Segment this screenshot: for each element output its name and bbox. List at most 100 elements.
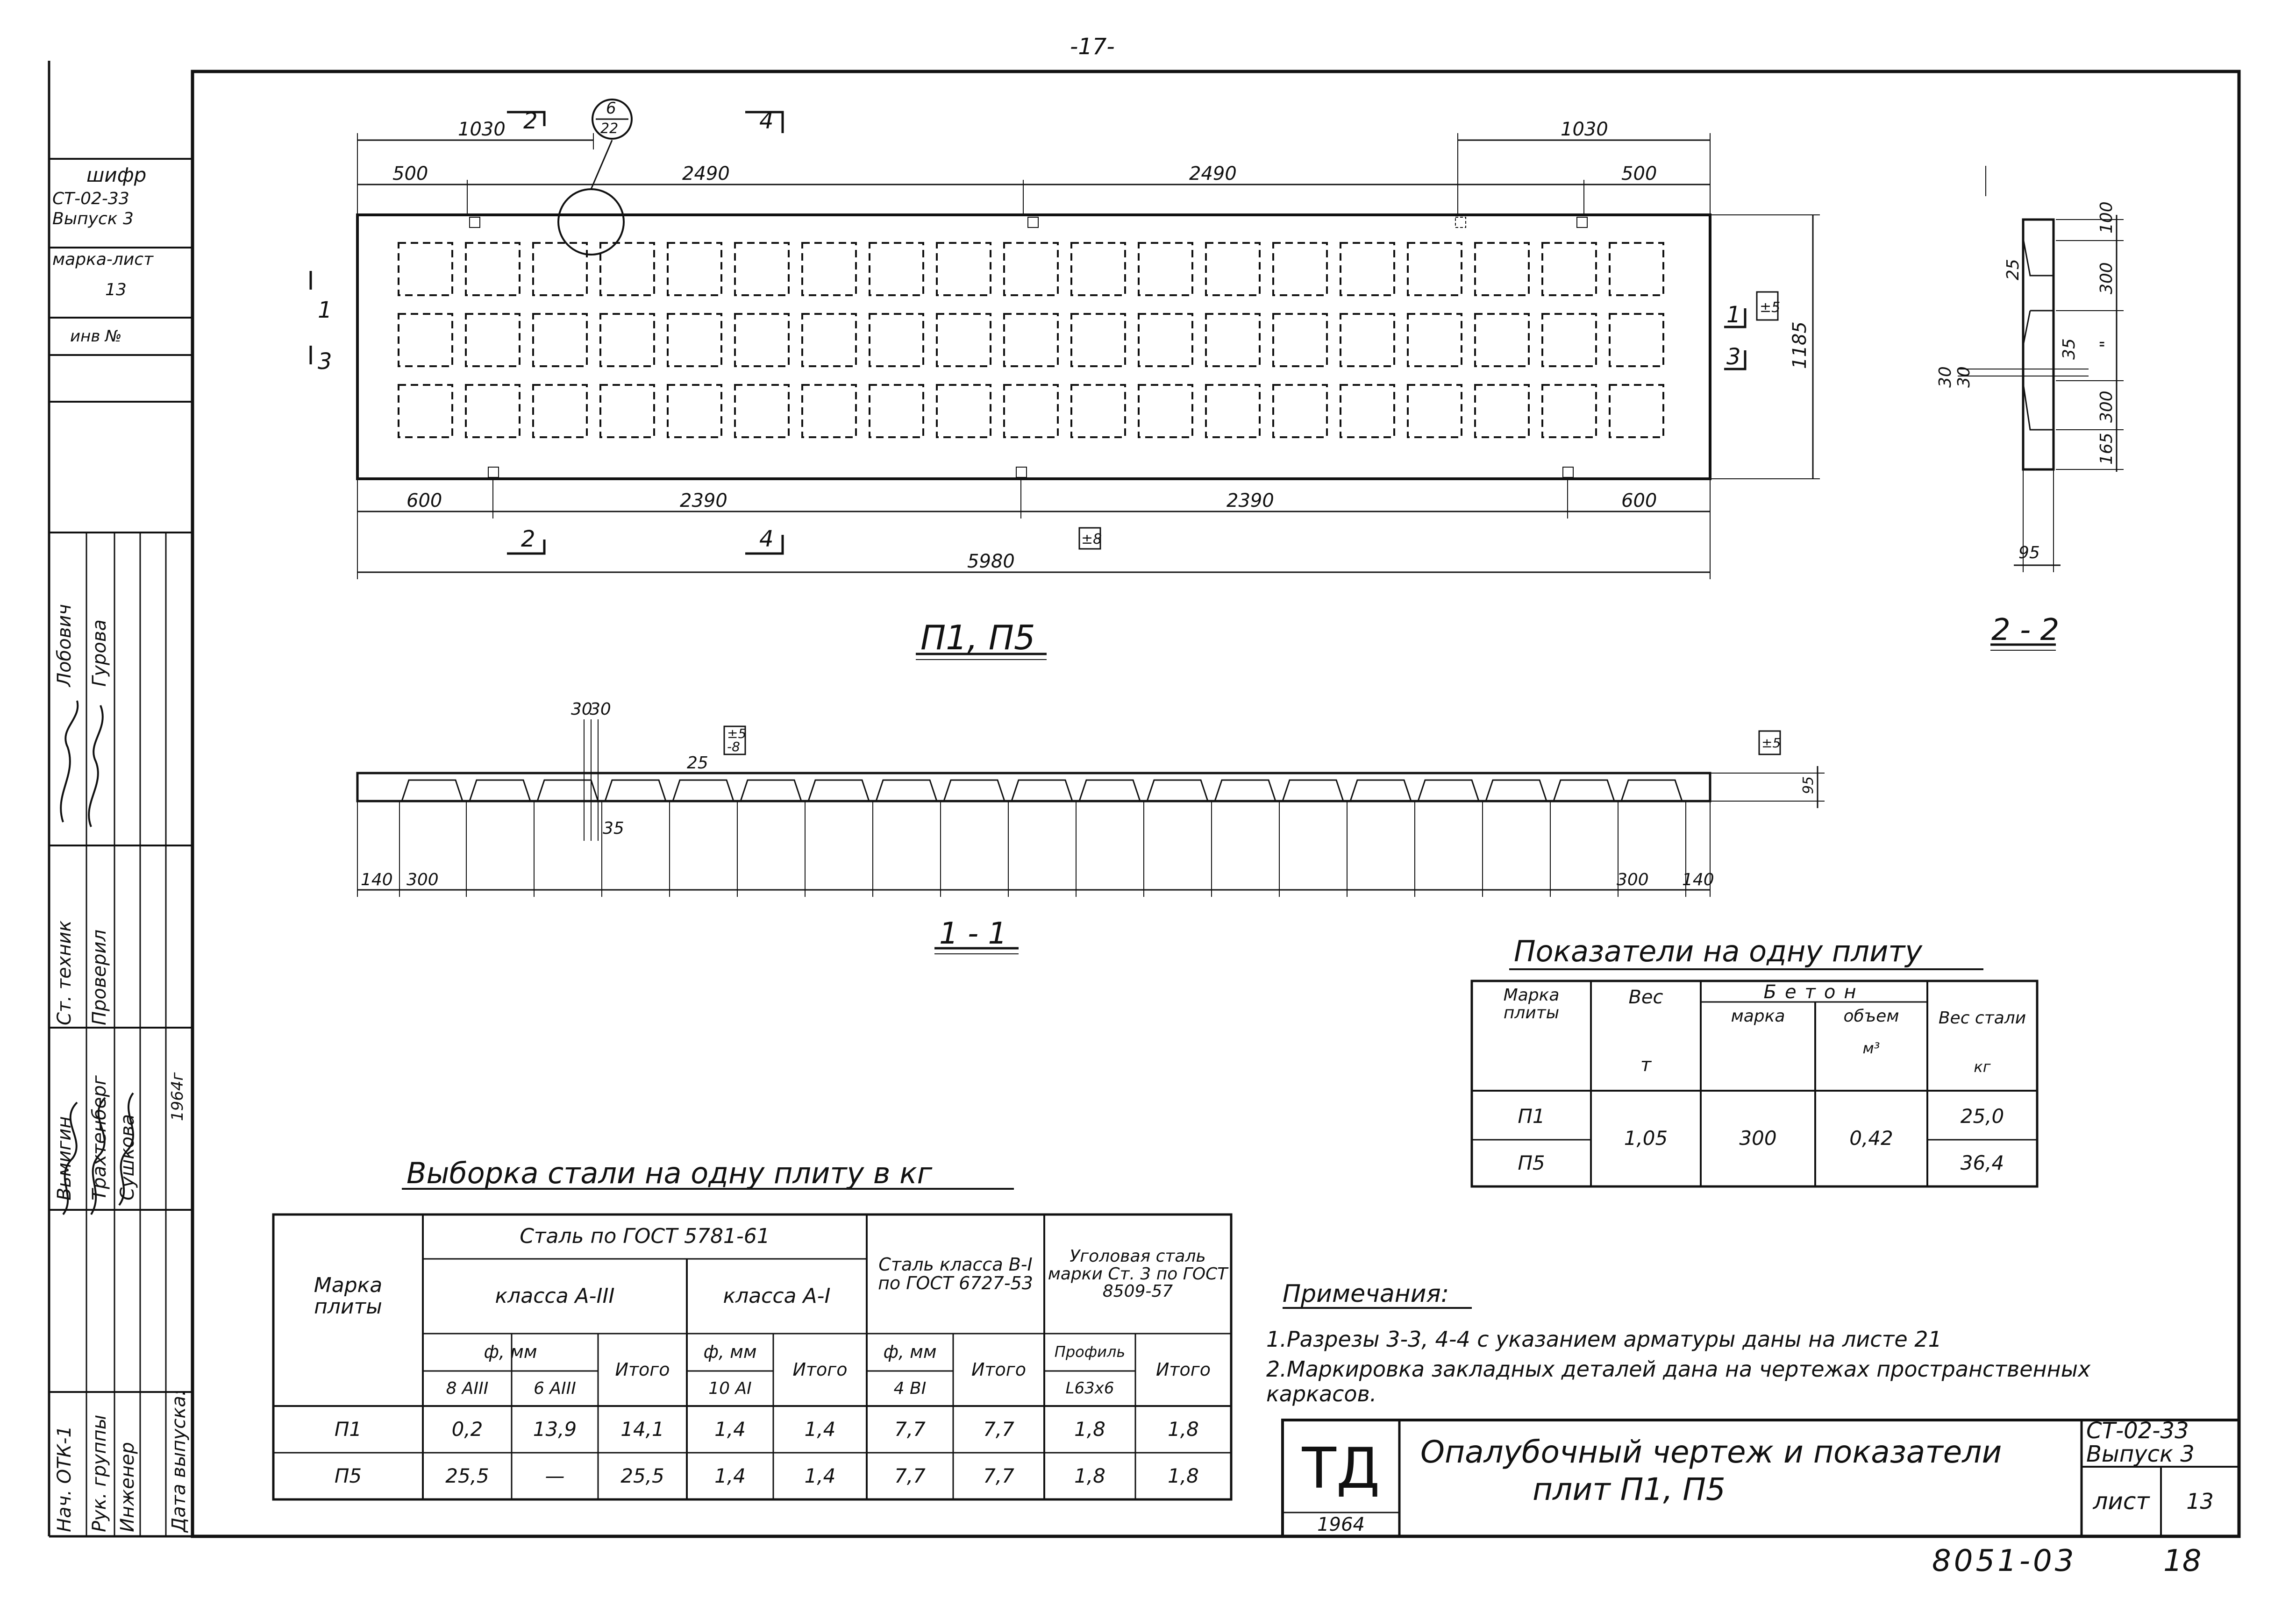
title-logo: ТД <box>1302 1436 1380 1501</box>
s22-dim-30-a: 30 <box>1936 366 1955 388</box>
cipher-label: шифр <box>86 163 147 186</box>
st-r1-10a1: 1,4 <box>714 1417 746 1441</box>
section-11-caption: 1 - 1 <box>939 916 1007 951</box>
st-header-class-b1: Сталь класса В-I по ГОСТ 6727-53 <box>878 1254 1033 1293</box>
st-r2-10a1: 1,4 <box>714 1464 746 1487</box>
st-header-gost5781: Сталь по ГОСТ 5781-61 <box>520 1224 770 1249</box>
indicators-title: Показатели на одну плиту <box>1514 934 1923 968</box>
st-r2-4b1: 7,7 <box>894 1464 926 1487</box>
ind-row-p5-mark: П5 <box>1518 1151 1545 1174</box>
st-header-dia-a3: ф, мм <box>484 1342 537 1363</box>
st-r1-4b1: 7,7 <box>894 1417 926 1441</box>
st-header-dia-b1: ф, мм <box>883 1342 937 1363</box>
ind-header-volume-unit: м³ <box>1862 1039 1880 1058</box>
s11-rib-30-b: 30 <box>590 700 611 719</box>
title-sheet-value: 13 <box>2186 1489 2214 1514</box>
section-22-caption: 2 - 2 <box>1991 613 2059 647</box>
notes-title: Примечания: <box>1283 1280 1449 1308</box>
inv-label: инв № <box>70 327 122 346</box>
dim-top-500-right: 500 <box>1621 163 1657 185</box>
st-col-10a1: 10 АI <box>708 1378 752 1398</box>
s11-level-bottom: -8 <box>727 739 740 754</box>
section-mark-1-right: 1 <box>1726 302 1741 328</box>
dim-bottom-600-left: 600 <box>406 490 442 511</box>
st-r1-total-b1: 7,7 <box>983 1417 1014 1441</box>
title-code-1: СТ-02-33 <box>2086 1418 2189 1444</box>
dim-top-1030-right: 1030 <box>1561 119 1608 140</box>
bottom-page-number: 18 <box>2163 1544 2202 1578</box>
st-r1-total-a3: 14,1 <box>620 1417 664 1441</box>
section-mark-3-right: 3 <box>1726 344 1741 370</box>
s22-dim-25: 25 <box>2004 259 2023 280</box>
s11-dim-300-right: 300 <box>1617 870 1649 889</box>
title-sheet-label: лист <box>2093 1488 2150 1515</box>
section-mark-2-bottom: 2 <box>521 526 535 552</box>
st-r2-8a3: 25,5 <box>445 1464 489 1487</box>
ind-header-weight: Вес <box>1628 987 1663 1008</box>
st-r2-total-angle: 1,8 <box>1168 1464 1199 1487</box>
st-header-angle: Уголовая сталь марки Ст. 3 по ГОСТ 8509-… <box>1048 1246 1228 1301</box>
dim-top-2490-left: 2490 <box>682 163 730 185</box>
st-r2-total-b1: 7,7 <box>983 1464 1014 1487</box>
ind-header-weight-unit: т <box>1640 1054 1652 1076</box>
s11-dim-140-right: 140 <box>1682 870 1714 889</box>
s22-dim-300-bottom: 300 <box>2097 391 2116 423</box>
level-mark-right: ±5 <box>1760 299 1780 316</box>
st-header-total-a3: Итого <box>615 1359 670 1380</box>
mark-sheet-value: 13 <box>105 280 127 299</box>
s22-dim-100: 100 <box>2097 201 2116 234</box>
ind-header-steel-unit: кг <box>1974 1058 1991 1076</box>
s22-dim-ditto: " <box>2097 340 2116 348</box>
s11-level-top: ±5 <box>727 726 746 741</box>
ind-header-concrete: Бетон <box>1763 981 1865 1003</box>
steel-table-title: Выборка стали на одну плиту в кг <box>406 1156 933 1190</box>
s11-rib-35: 35 <box>603 819 624 838</box>
st-r1-total-angle: 1,8 <box>1168 1417 1199 1441</box>
ind-row-p1-steel: 25,0 <box>1960 1104 2004 1128</box>
s11-rib-25: 25 <box>687 753 708 773</box>
dim-bottom-2390-left: 2390 <box>680 490 727 511</box>
dim-top-500-left: 500 <box>392 163 428 185</box>
st-header-total-b1: Итого <box>971 1359 1027 1380</box>
section-mark-2-top: 2 <box>523 108 538 134</box>
s22-dim-300-top: 300 <box>2097 262 2116 294</box>
st-r2-total-a1: 1,4 <box>804 1464 836 1487</box>
st-header-mark: Марка плиты <box>314 1273 383 1319</box>
bottom-code: 8051-03 <box>1932 1544 2077 1578</box>
st-col-6a3: 6 АIII <box>534 1378 576 1398</box>
s11-dim-300-left: 300 <box>406 870 439 889</box>
ind-volume: 0,42 <box>1849 1127 1893 1150</box>
dim-bottom-5980: 5980 <box>967 551 1015 572</box>
section-mark-4-top: 4 <box>759 108 774 134</box>
top-page-number: -17- <box>1070 34 1115 60</box>
dim-top-2490-right: 2490 <box>1189 163 1237 185</box>
st-r2-6a3: — <box>545 1464 565 1487</box>
title-logo-year: 1964 <box>1317 1513 1365 1535</box>
s22-dim-165: 165 <box>2097 433 2116 465</box>
cipher-value-1: СТ-02-33 <box>52 189 129 208</box>
mark-sheet-label: марка-лист <box>52 250 154 269</box>
ind-grade: 300 <box>1739 1127 1777 1150</box>
node-ref-bottom: 22 <box>600 121 618 137</box>
dim-bottom-2390-right: 2390 <box>1226 490 1274 511</box>
ind-row-p5-steel: 36,4 <box>1960 1151 2004 1174</box>
section-mark-3-left: 3 <box>318 348 332 375</box>
st-header-total-a1: Итого <box>792 1359 848 1380</box>
st-r1-6a3: 13,9 <box>533 1417 577 1441</box>
section-mark-1-left: 1 <box>318 297 332 323</box>
title-code-2: Выпуск 3 <box>2086 1441 2195 1467</box>
st-r2-l63: 1,8 <box>1074 1464 1105 1487</box>
section-mark-4-bottom: 4 <box>759 526 774 552</box>
signatures <box>60 700 134 1215</box>
st-header-class-a3: класса А-III <box>495 1284 615 1308</box>
dim-top-1030-left: 1030 <box>458 119 506 140</box>
s22-dim-30-b: 30 <box>1954 366 1974 388</box>
st-r1-l63: 1,8 <box>1074 1417 1105 1441</box>
title-line-1: Опалубочный чертеж и показатели <box>1420 1434 2002 1470</box>
note-1: 1.Разрезы 3-3, 4-4 с указанием арматуры … <box>1266 1327 1942 1352</box>
st-header-dia-a1: ф, мм <box>703 1342 757 1363</box>
ind-header-concrete-grade: марка <box>1731 1006 1785 1026</box>
